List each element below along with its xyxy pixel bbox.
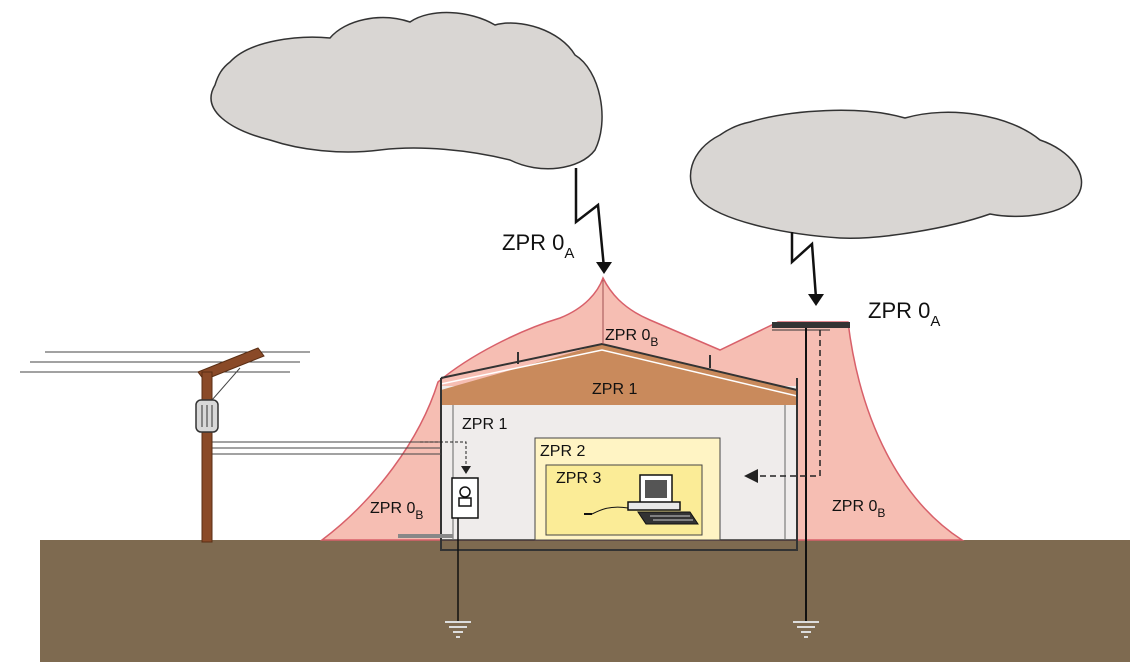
label-zpr2: ZPR 2 bbox=[540, 443, 585, 460]
lightning-arrow-right bbox=[808, 294, 824, 306]
roof-line-inner bbox=[440, 349, 798, 397]
service-entry-dashed bbox=[420, 441, 467, 468]
transformer-icon bbox=[195, 399, 219, 433]
mast-crossarm bbox=[772, 322, 850, 328]
service-lines bbox=[210, 441, 441, 455]
label-zpr1-roof: ZPR 1 bbox=[592, 381, 637, 398]
label-zpr1-inside: ZPR 1 bbox=[462, 416, 507, 433]
roof-line-outer bbox=[440, 342, 798, 391]
lightning-bolt-right-icon bbox=[790, 232, 818, 299]
computer-icon bbox=[584, 474, 699, 525]
label-zpr0b-roof: ZPR 0B bbox=[605, 327, 658, 349]
meter-box-icon bbox=[451, 477, 479, 519]
utility-pole bbox=[201, 371, 213, 543]
label-zpr0b-right: ZPR 0B bbox=[832, 498, 885, 520]
label-zpr3: ZPR 3 bbox=[556, 470, 601, 487]
overhead-lines bbox=[20, 351, 310, 373]
building-walls bbox=[440, 378, 798, 551]
coupling-arrow bbox=[744, 469, 758, 483]
lightning-bolt-left-icon bbox=[574, 168, 606, 269]
cloud-right-icon bbox=[689, 109, 1083, 239]
service-entry-arrow bbox=[461, 466, 471, 474]
cloud-left-icon bbox=[210, 11, 603, 170]
ground-symbol-left-icon bbox=[445, 621, 471, 638]
label-zpr0b-left: ZPR 0B bbox=[370, 500, 423, 522]
label-zpr0a-right: ZPR 0A bbox=[868, 298, 940, 330]
roof-zone bbox=[441, 344, 797, 405]
label-zpr0a-left: ZPR 0A bbox=[502, 230, 574, 262]
mast-coupling-dashed bbox=[760, 330, 821, 477]
ground bbox=[40, 540, 1130, 662]
ground-symbol-right-icon bbox=[793, 621, 819, 638]
pole-brace bbox=[211, 367, 241, 401]
lightning-arrow-left bbox=[596, 262, 612, 274]
